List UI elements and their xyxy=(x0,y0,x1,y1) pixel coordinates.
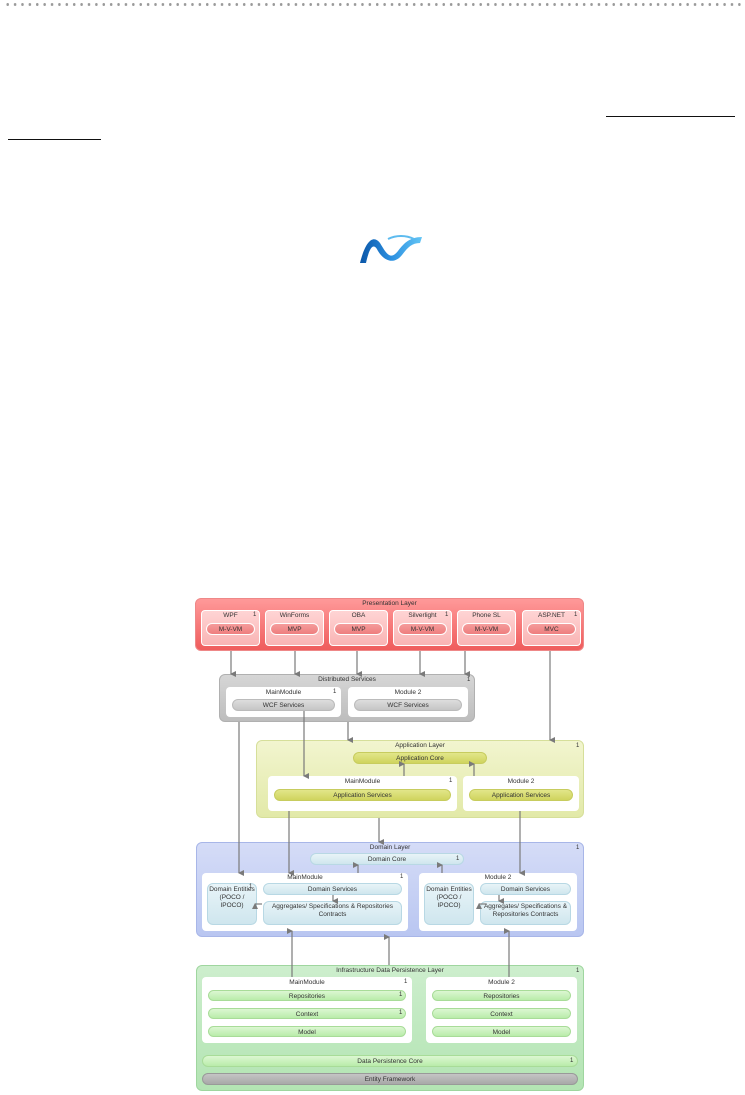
client-name: Silverlight xyxy=(408,612,437,619)
infrastructure-module-name: Module 2 xyxy=(488,979,515,986)
application-module-name: MainModule xyxy=(344,778,381,785)
presentation-layer-title: Presentation Layer xyxy=(362,600,417,607)
infrastructure-num: 1 xyxy=(576,968,580,974)
domain-entities-box: Domain Entities (POCO / IPOCO) xyxy=(207,883,257,925)
data-persistence-core-num: 1 xyxy=(570,1058,574,1064)
client-num: 1 xyxy=(445,612,449,618)
dotted-separator xyxy=(4,2,741,7)
domain-core-num: 1 xyxy=(456,856,460,862)
application-core-pill: Application Core xyxy=(353,752,487,764)
domain-core-pill: Domain Core xyxy=(310,853,464,865)
domain-module-name: MainModule xyxy=(287,874,323,881)
pattern-pill: M-V-VM xyxy=(462,623,511,635)
infrastructure-item-num: 1 xyxy=(399,992,403,998)
distributed-num: 1 xyxy=(467,677,471,683)
application-module-num: 1 xyxy=(449,778,453,784)
aggregates-box: Aggregates/ Specifications & Repositorie… xyxy=(263,901,402,925)
application-services-pill: Application Services xyxy=(274,789,451,801)
distributed-module-name: Module 2 xyxy=(394,689,422,696)
application-num: 1 xyxy=(576,743,580,749)
client-name: Phone SL xyxy=(472,612,501,619)
infrastructure-item-pill: Repositories xyxy=(432,990,571,1001)
data-persistence-core-pill: Data Persistence Core xyxy=(202,1055,578,1067)
infrastructure-item-pill: Context xyxy=(208,1008,406,1019)
distributed-module-name: MainModule xyxy=(265,689,302,696)
pattern-pill: M-V-VM xyxy=(398,623,447,635)
application-services-pill: Application Services xyxy=(469,789,573,801)
infrastructure-item-pill: Model xyxy=(208,1026,406,1037)
domain-num: 1 xyxy=(576,845,580,851)
pattern-pill: MVC xyxy=(527,623,576,635)
client-name: WPF xyxy=(223,612,238,619)
domain-module-name: Module 2 xyxy=(484,874,512,881)
client-name: WinForms xyxy=(279,612,310,619)
distributed-module-num: 1 xyxy=(333,689,337,695)
infrastructure-module-name: MainModule xyxy=(289,979,325,986)
domain-entities-num: 1 xyxy=(249,884,253,890)
aggregates-box: Aggregates/ Specifications & Repositorie… xyxy=(480,901,571,925)
client-name: OBA xyxy=(351,612,366,619)
application-layer-title: Application Layer xyxy=(395,742,445,749)
pattern-pill: MVP xyxy=(334,623,383,635)
domain-entities-box: Domain Entities (POCO / IPOCO) xyxy=(424,883,474,925)
hyperlink-underline[interactable] xyxy=(606,116,735,117)
entity-framework-bar: Entity Framework xyxy=(202,1073,578,1085)
infrastructure-item-pill: Repositories xyxy=(208,990,406,1001)
client-name: ASP.NET xyxy=(538,612,565,619)
client-num: 1 xyxy=(574,612,578,618)
domain-layer-title: Domain Layer xyxy=(369,844,411,851)
client-num: 1 xyxy=(253,612,257,618)
domain-services-pill: Domain Services xyxy=(263,883,402,895)
distributed-services-title: Distributed Services xyxy=(318,676,376,683)
hyperlink-underline[interactable] xyxy=(8,139,101,140)
infrastructure-item-pill: Model xyxy=(432,1026,571,1037)
application-module-name: Module 2 xyxy=(507,778,535,785)
domain-services-pill: Domain Services xyxy=(480,883,571,895)
dotnet-logo xyxy=(360,235,422,263)
pattern-pill: MVP xyxy=(270,623,319,635)
wcf-services-pill: WCF Services xyxy=(232,699,335,711)
infrastructure-layer-title: Infrastructure Data Persistence Layer xyxy=(336,967,444,974)
infrastructure-item-num: 1 xyxy=(399,1010,403,1016)
pattern-pill: M-V-VM xyxy=(206,623,255,635)
infrastructure-item-pill: Context xyxy=(432,1008,571,1019)
wcf-services-pill: WCF Services xyxy=(354,699,462,711)
infrastructure-module-num: 1 xyxy=(404,979,408,985)
domain-module-num: 1 xyxy=(400,874,404,880)
